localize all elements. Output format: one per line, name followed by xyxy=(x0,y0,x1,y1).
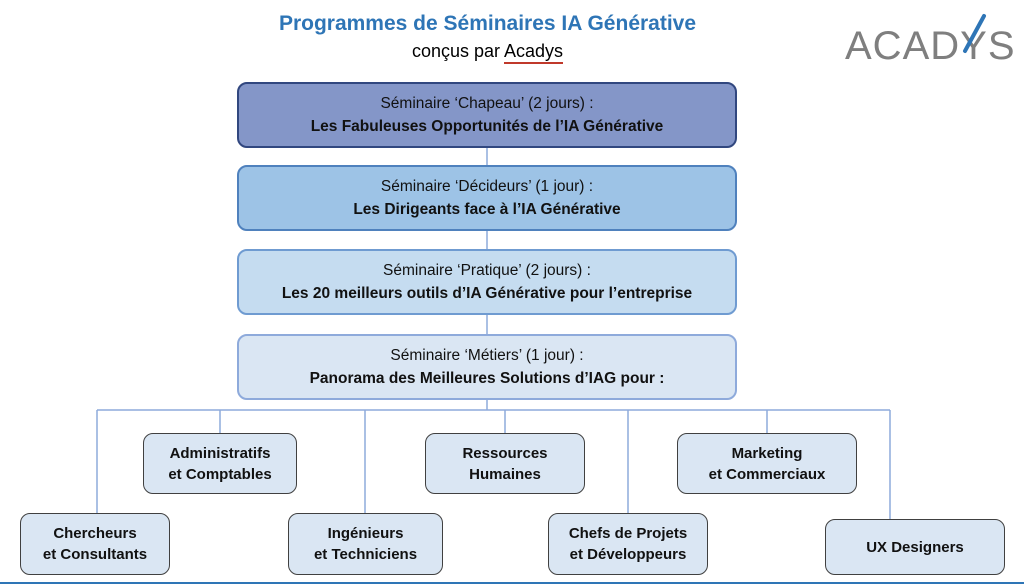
seminar-chapeau-title: Séminaire ‘Chapeau’ (2 jours) : xyxy=(380,95,594,113)
subtitle-prefix: conçus par xyxy=(411,41,505,61)
seminar-decideurs-box: Séminaire ‘Décideurs’ (1 jour) : Les Dir… xyxy=(237,165,737,231)
audience-box-chercheurs: Chercheurs et Consultants xyxy=(20,513,170,575)
page-subtitle: conçus par Acadys xyxy=(0,41,975,64)
seminar-metiers-title: Séminaire ‘Métiers’ (1 jour) : xyxy=(390,347,584,365)
seminar-chapeau-subtitle: Les Fabuleuses Opportunités de l’IA Géné… xyxy=(310,117,664,135)
seminar-metiers-box: Séminaire ‘Métiers’ (1 jour) : Panorama … xyxy=(237,334,737,400)
seminar-decideurs-subtitle: Les Dirigeants face à l’IA Générative xyxy=(353,200,621,218)
seminar-metiers-subtitle: Panorama des Meilleures Solutions d’IAG … xyxy=(309,369,665,387)
page-title: Programmes de Séminaires IA Générative xyxy=(278,12,697,35)
seminar-pratique-subtitle: Les 20 meilleurs outils d’IA Générative … xyxy=(281,284,693,302)
audience-box-administratifs: Administratifs et Comptables xyxy=(143,433,297,494)
seminar-chapeau-box: Séminaire ‘Chapeau’ (2 jours) : Les Fabu… xyxy=(237,82,737,148)
logo-blue-slash-icon xyxy=(963,14,986,53)
audience-box-ingenieurs: Ingénieurs et Techniciens xyxy=(288,513,443,575)
subtitle-brand-name: Acadys xyxy=(504,41,564,64)
acadys-logo: ACADYS xyxy=(845,14,1020,76)
audience-box-chefs-projets: Chefs de Projets et Développeurs xyxy=(548,513,708,575)
seminar-pratique-box: Séminaire ‘Pratique’ (2 jours) : Les 20 … xyxy=(237,249,737,315)
seminar-decideurs-title: Séminaire ‘Décideurs’ (1 jour) : xyxy=(380,178,594,196)
seminar-pratique-title: Séminaire ‘Pratique’ (2 jours) : xyxy=(383,262,591,280)
acadys-logo-text: ACADYS xyxy=(845,24,1016,68)
audience-box-ux-designers: UX Designers xyxy=(825,519,1005,575)
audience-box-ressources-humaines: Ressources Humaines xyxy=(425,433,585,494)
audience-box-marketing: Marketing et Commerciaux xyxy=(677,433,857,494)
bottom-accent-line xyxy=(0,582,1024,584)
